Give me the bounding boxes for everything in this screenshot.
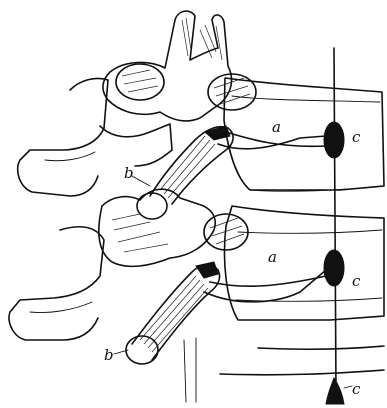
upper-nerve-root-sleeve	[137, 126, 233, 219]
label-a-lower: a	[268, 248, 277, 266]
lower-ganglion	[326, 378, 344, 404]
upper-vertebral-arch	[103, 11, 256, 121]
label-b-lower: b	[104, 346, 114, 364]
left-lamina-outline	[18, 78, 172, 196]
leader-b-upper	[132, 176, 150, 186]
label-c-lower: c	[352, 380, 361, 398]
label-a-upper: a	[272, 118, 281, 136]
upper-ganglion	[324, 122, 344, 158]
label-c-middle: c	[352, 272, 361, 290]
rami-communicantes	[204, 132, 326, 302]
leader-c-lower	[344, 386, 352, 388]
lower-nerve-root-sleeve	[126, 262, 220, 364]
middle-vertebral-body	[225, 206, 385, 320]
middle-ganglion	[324, 250, 344, 286]
lower-left-lamina	[9, 227, 104, 340]
label-b-upper: b	[124, 164, 134, 182]
label-c-upper: c	[352, 128, 361, 146]
